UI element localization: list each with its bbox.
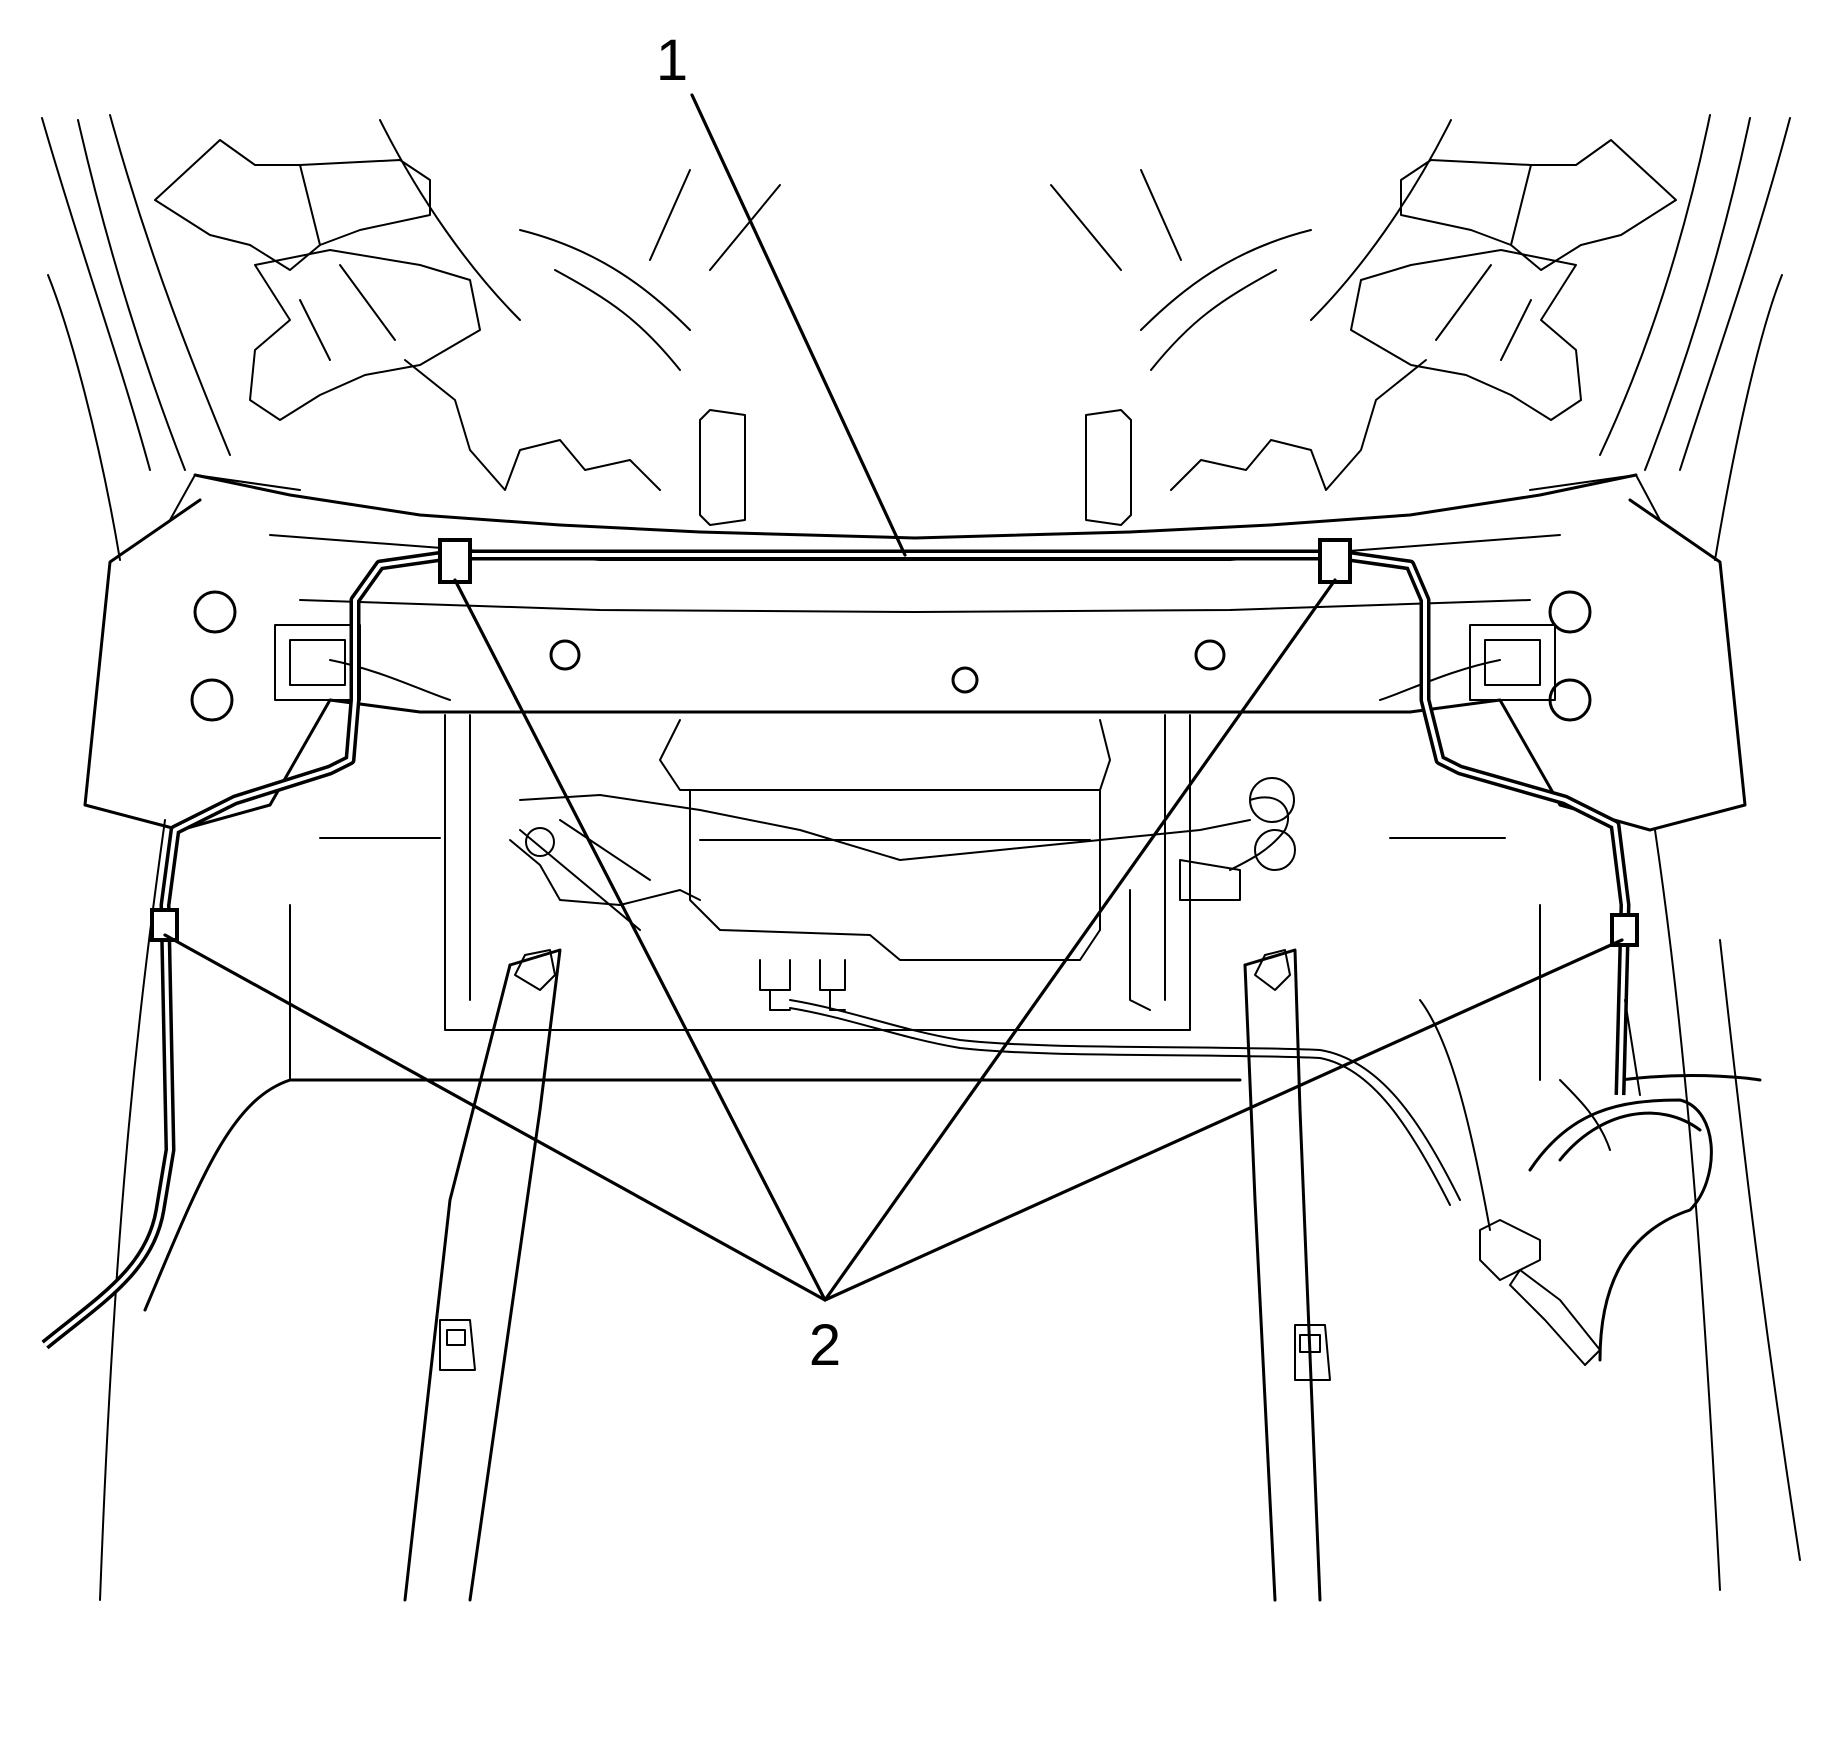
center-components (289, 714, 1541, 1206)
lower-structure (143, 948, 1762, 1602)
upper-right-spring-pieces (1050, 119, 1677, 526)
brake-pipe (41, 549, 1641, 1350)
leader-lines (163, 93, 1624, 1302)
leader-line-2c (163, 933, 827, 1302)
retainer-clip (438, 538, 472, 584)
callout-label-2: 2 (809, 1313, 841, 1378)
rear-crossmember (83, 473, 1747, 832)
leader-line-2d (823, 938, 1624, 1302)
retainer-clip (1318, 538, 1352, 584)
retainer-clip (1610, 913, 1639, 947)
upper-left-spring-pieces (154, 119, 781, 526)
pipe-retainer-clips (150, 538, 1639, 947)
body-shell-lines (41, 114, 1801, 1601)
leader-line-2b (823, 578, 1337, 1302)
callout-label-1: 1 (656, 28, 688, 93)
leader-line-2a (453, 578, 827, 1302)
leader-line-1 (690, 93, 907, 557)
